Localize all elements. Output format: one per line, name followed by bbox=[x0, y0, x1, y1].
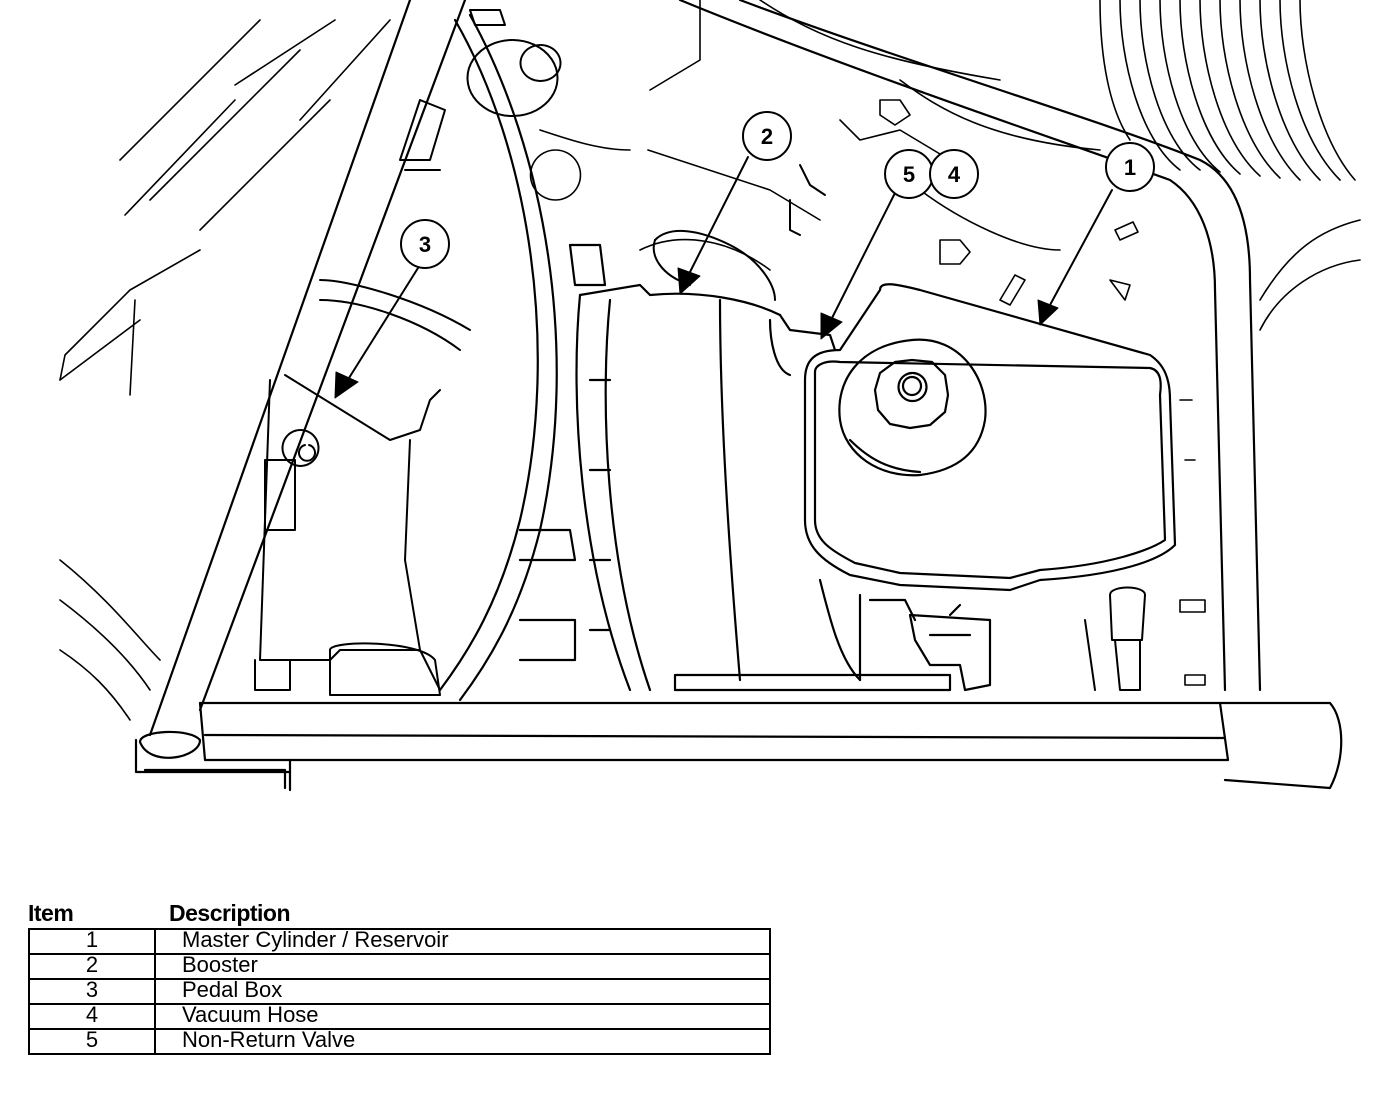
item-number: 4 bbox=[28, 1003, 156, 1030]
item-description: Booster bbox=[154, 953, 771, 980]
item-number: 5 bbox=[28, 1028, 156, 1055]
callout-1-label: 1 bbox=[1124, 155, 1136, 180]
arrowheads bbox=[334, 267, 1059, 399]
legend-header: Item Description bbox=[28, 898, 773, 928]
table-row: 3 Pedal Box bbox=[28, 978, 771, 1005]
item-number: 3 bbox=[28, 978, 156, 1005]
callout-4: 4 bbox=[929, 149, 979, 199]
callout-3: 3 bbox=[400, 219, 450, 269]
item-description: Master Cylinder / Reservoir bbox=[154, 928, 771, 955]
table-row: 5 Non-Return Valve bbox=[28, 1028, 771, 1055]
top-mount bbox=[466, 9, 562, 117]
leader-lines bbox=[348, 156, 1113, 379]
background-linework bbox=[59, 0, 1361, 721]
lower-cross-tube bbox=[134, 701, 1343, 792]
brake-booster bbox=[518, 243, 952, 692]
item-description: Pedal Box bbox=[154, 978, 771, 1005]
callout-2: 2 bbox=[742, 111, 792, 161]
pedal-box bbox=[254, 99, 471, 696]
reservoir-cap bbox=[838, 338, 987, 477]
table-row: 1 Master Cylinder / Reservoir bbox=[28, 928, 771, 955]
brake-system-illustration: 1 2 3 5 4 bbox=[59, 0, 1361, 792]
strut-brace-frame bbox=[148, 0, 1262, 737]
callout-4-label: 4 bbox=[948, 162, 961, 187]
legend-header-item: Item bbox=[28, 900, 74, 926]
item-description: Non-Return Valve bbox=[154, 1028, 771, 1055]
legend-header-description: Description bbox=[169, 900, 291, 926]
callout-1: 1 bbox=[1105, 142, 1155, 192]
callout-5: 5 bbox=[884, 149, 934, 199]
callout-3-label: 3 bbox=[419, 232, 431, 257]
master-cylinder-reservoir bbox=[803, 283, 1177, 692]
legend-table: 1 Master Cylinder / Reservoir 2 Booster … bbox=[28, 928, 771, 1055]
table-row: 4 Vacuum Hose bbox=[28, 1003, 771, 1030]
item-number: 2 bbox=[28, 953, 156, 980]
table-row: 2 Booster bbox=[28, 953, 771, 980]
callout-5-label: 5 bbox=[903, 162, 915, 187]
shock-absorber bbox=[1084, 586, 1146, 691]
callout-2-label: 2 bbox=[761, 124, 773, 149]
parts-legend: Item Description 1 Master Cylinder / Res… bbox=[28, 898, 773, 1055]
item-description: Vacuum Hose bbox=[154, 1003, 771, 1030]
item-number: 1 bbox=[28, 928, 156, 955]
